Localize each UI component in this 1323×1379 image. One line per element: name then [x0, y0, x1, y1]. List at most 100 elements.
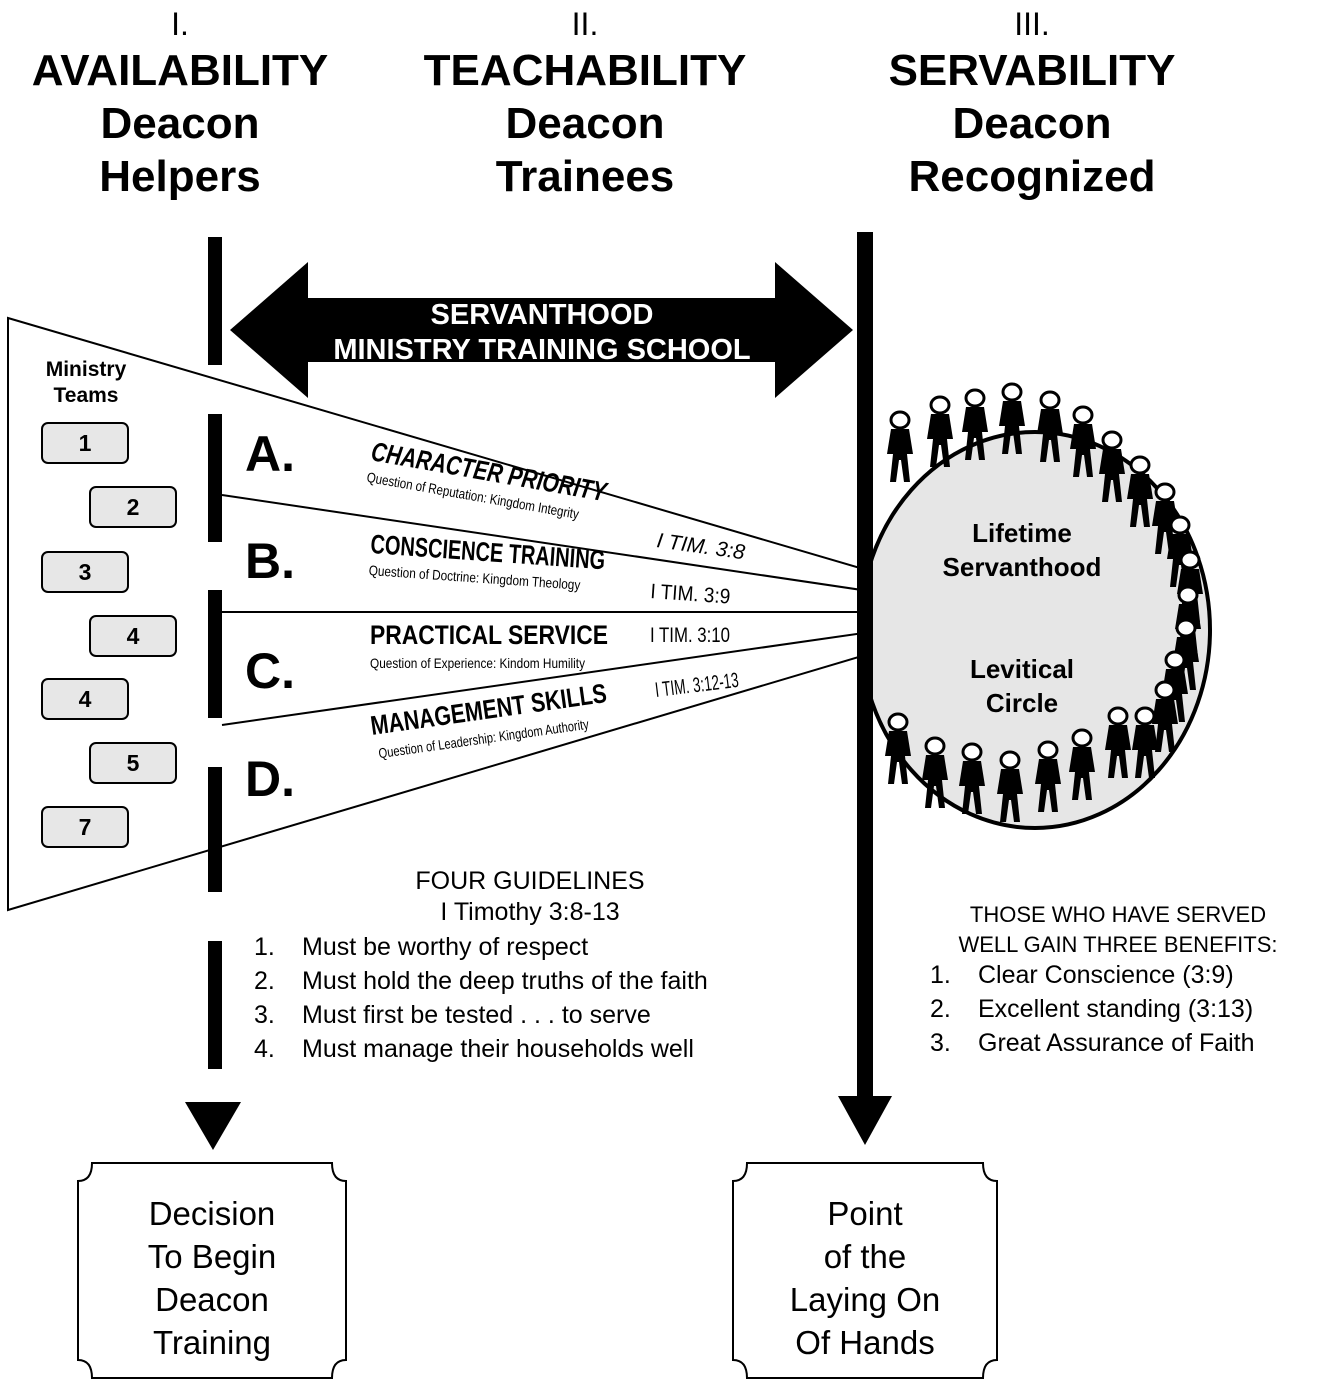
- person-icon: [959, 742, 985, 814]
- decision-box: [77, 1162, 347, 1379]
- list-item: 1. Clear Conscience (3:9): [930, 958, 1255, 992]
- guidelines-subtitle: I Timothy 3:8-13: [440, 898, 620, 926]
- column-subtitle: Trainees: [495, 152, 675, 201]
- column-subtitle: Deacon: [505, 99, 665, 148]
- person-icon: [1152, 680, 1178, 752]
- column-title: SERVABILITY: [888, 46, 1176, 95]
- availability-line-segment: [208, 767, 222, 892]
- list-number: 3.: [254, 1001, 275, 1029]
- list-text: Clear Conscience (3:9): [978, 961, 1234, 989]
- list-item: 4. Must manage their households well: [254, 1032, 708, 1066]
- circle-label-line: Servanthood: [942, 552, 1102, 582]
- column-servability-header: III. SERVABILITY Deacon Recognized: [822, 4, 1242, 203]
- person-icon: [1070, 405, 1096, 477]
- list-text: Great Assurance of Faith: [978, 1029, 1255, 1057]
- decision-arrow-head: [185, 1102, 241, 1150]
- list-item: 1. Must be worthy of respect: [254, 930, 708, 964]
- training-school-double-arrow: [230, 262, 853, 398]
- benefits-title-line: THOSE WHO HAVE SERVED: [969, 902, 1267, 927]
- person-icon: [997, 750, 1023, 822]
- ministry-team-box: 2: [89, 486, 177, 528]
- list-item: 3. Great Assurance of Faith: [930, 1026, 1255, 1060]
- school-title-line1: SERVANTHOOD: [431, 299, 654, 331]
- stage-d-letter: D.: [245, 751, 295, 807]
- stage-c-subtitle: Question of Experience: Kindom Humility: [370, 655, 585, 671]
- decision-box-text: Decision To Begin Deacon Training: [80, 1192, 344, 1364]
- column-number: I.: [171, 6, 189, 42]
- circle-top-label: Lifetime Servanthood: [912, 516, 1132, 584]
- stage-c-reference: I TIM. 3:10: [650, 624, 730, 647]
- circle-bottom-label: Levitical Circle: [912, 652, 1132, 720]
- list-text: Must hold the deep truths of the faith: [302, 967, 708, 995]
- column-subtitle: Deacon: [100, 99, 260, 148]
- availability-line-segment: [208, 590, 222, 718]
- stage-c-letter: C.: [245, 643, 295, 699]
- laying-on-hands-box-text: Point of the Laying On Of Hands: [734, 1192, 996, 1364]
- list-number: 1.: [254, 933, 275, 961]
- person-icon: [962, 388, 988, 460]
- ministry-teams-label-line: Ministry: [45, 358, 127, 381]
- list-number: 2.: [254, 967, 275, 995]
- circle-label-line: Levitical: [969, 654, 1075, 684]
- box-line: To Begin: [147, 1238, 277, 1275]
- stage-a-letter: A.: [245, 426, 295, 482]
- list-item: 2. Must hold the deep truths of the faith: [254, 964, 708, 998]
- stage-b-reference: I TIM. 3:9: [650, 580, 731, 609]
- benefits-title-line: WELL GAIN THREE BENEFITS:: [958, 932, 1278, 957]
- list-text: Must be worthy of respect: [302, 933, 589, 961]
- laying-on-hands-box: [732, 1162, 998, 1379]
- ministry-team-box: 4: [89, 615, 177, 657]
- benefits-list: 1. Clear Conscience (3:9) 2. Excellent sta…: [930, 958, 1255, 1060]
- ministry-team-box: 3: [41, 551, 129, 593]
- ministry-teams-label: Ministry Teams: [36, 357, 136, 409]
- box-line: Laying On: [789, 1281, 941, 1318]
- list-number: 3.: [930, 1029, 951, 1057]
- ministry-team-box: 7: [41, 806, 129, 848]
- list-number: 2.: [930, 995, 951, 1023]
- person-icon: [1035, 740, 1061, 812]
- box-line: Point: [827, 1195, 903, 1232]
- column-availability-header: I. AVAILABILITY Deacon Helpers: [0, 4, 390, 203]
- person-icon: [1105, 706, 1131, 778]
- circle-label-line: Lifetime: [972, 518, 1072, 548]
- person-icon: [1069, 728, 1095, 800]
- servability-line: [857, 232, 873, 1100]
- ministry-team-box: 4: [41, 678, 129, 720]
- list-item: 2. Excellent standing (3:13): [930, 992, 1255, 1026]
- column-subtitle: Helpers: [99, 152, 261, 201]
- box-line: Of Hands: [795, 1324, 935, 1361]
- column-subtitle: Recognized: [908, 152, 1156, 201]
- box-line: Training: [153, 1324, 271, 1361]
- person-icon: [1099, 430, 1125, 502]
- box-line: Deacon: [155, 1281, 269, 1318]
- laying-on-hands-arrow-head: [838, 1096, 892, 1145]
- benefits-heading: THOSE WHO HAVE SERVED WELL GAIN THREE BE…: [918, 900, 1318, 960]
- person-icon: [1173, 618, 1199, 690]
- list-text: Must manage their households well: [302, 1035, 694, 1063]
- person-icon: [885, 712, 911, 784]
- person-icon: [1132, 706, 1158, 778]
- list-number: 4.: [254, 1035, 275, 1063]
- circle-label-line: Circle: [985, 688, 1059, 718]
- list-text: Excellent standing (3:13): [978, 995, 1254, 1023]
- column-title: AVAILABILITY: [31, 46, 329, 95]
- stage-c-title: PRACTICAL SERVICE: [370, 620, 608, 650]
- stage-b-letter: B.: [245, 533, 295, 589]
- person-icon: [927, 395, 953, 467]
- availability-line-segment: [208, 941, 222, 1069]
- training-funnel: [7, 316, 1014, 912]
- list-item: 3.Must first be tested . . . to serve: [254, 998, 708, 1032]
- guidelines-title: FOUR GUIDELINES: [415, 867, 645, 895]
- ministry-team-box: 5: [89, 742, 177, 784]
- ministry-team-box: 1: [41, 422, 129, 464]
- list-number: 1.: [930, 961, 951, 989]
- availability-line-segment: [208, 414, 222, 542]
- guidelines-heading: FOUR GUIDELINES I Timothy 3:8-13: [330, 866, 730, 928]
- availability-line-segment: [208, 237, 222, 365]
- column-number: II.: [571, 6, 599, 42]
- guidelines-list: 1. Must be worthy of respect 2. Must hold …: [254, 930, 708, 1066]
- column-number: III.: [1014, 6, 1050, 42]
- person-icon: [1037, 390, 1063, 462]
- column-teachability-header: II. TEACHABILITY Deacon Trainees: [375, 4, 795, 203]
